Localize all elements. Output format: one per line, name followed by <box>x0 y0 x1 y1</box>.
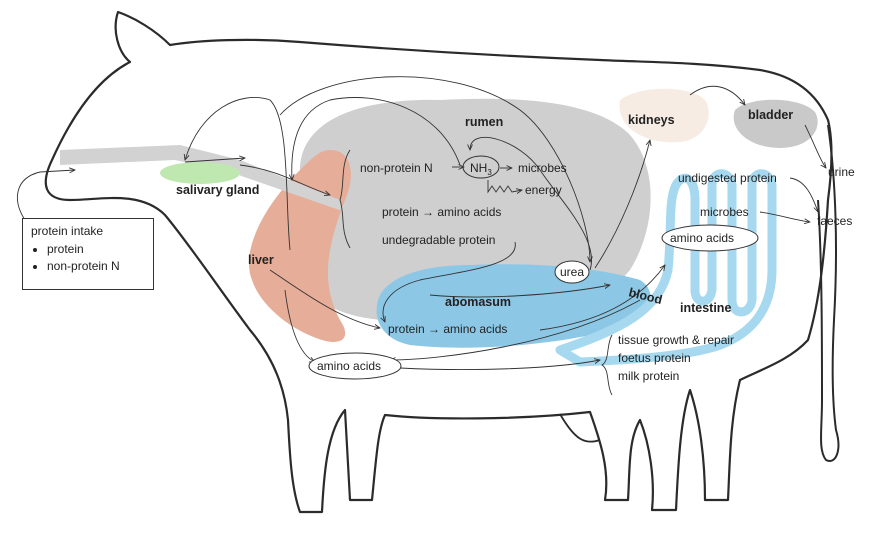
bladder-label: bladder <box>748 108 793 122</box>
microbes-rumen-label: microbes <box>518 161 567 175</box>
bullet-icon <box>33 265 37 269</box>
tissue-growth-label: tissue growth & repair <box>618 333 734 347</box>
foetus-protein-label: foetus protein <box>618 351 691 365</box>
non-protein-n-label: non-protein N <box>360 161 433 175</box>
cow-udder <box>560 414 600 442</box>
urea-label: urea <box>560 265 584 279</box>
amino-acids-liver-label: amino acids <box>317 359 381 373</box>
salivary-gland-region <box>160 162 240 184</box>
rumen-label: rumen <box>465 115 503 129</box>
intake-item-non-protein-n: non-protein N <box>31 258 145 275</box>
abomasum-label: abomasum <box>445 295 511 309</box>
intake-item-label: protein <box>47 241 84 258</box>
microbes-output-label: microbes <box>700 205 749 219</box>
faeces-label: faeces <box>817 214 852 228</box>
undigested-protein-label: undigested protein <box>678 171 777 185</box>
arrow-undigested-to-faeces <box>790 178 818 212</box>
bladder-region <box>734 100 818 148</box>
arrow-aa-to-uses <box>400 360 600 370</box>
abomasum-protein-label: protein → amino acids <box>388 322 507 336</box>
milk-protein-label: milk protein <box>618 369 679 383</box>
undegradable-protein-label: undegradable protein <box>382 233 495 247</box>
kidneys-label: kidneys <box>628 113 675 127</box>
intestine-label: intestine <box>680 301 731 315</box>
rumen-protein-label: protein → amino acids <box>382 205 501 219</box>
protein-intake-box: protein intake protein non-protein N <box>22 218 154 290</box>
intake-item-label: non-protein N <box>47 258 120 275</box>
intake-item-protein: protein <box>31 241 145 258</box>
salivary-gland-label: salivary gland <box>176 183 259 197</box>
urine-label: urine <box>828 165 855 179</box>
liver-label: liver <box>248 253 274 267</box>
protein-intake-title: protein intake <box>31 224 145 238</box>
arrow-bladder-to-urine <box>805 125 826 168</box>
bullet-icon <box>33 248 37 252</box>
energy-label: energy <box>525 183 562 197</box>
amino-acids-intestine-label: amino acids <box>670 231 734 245</box>
